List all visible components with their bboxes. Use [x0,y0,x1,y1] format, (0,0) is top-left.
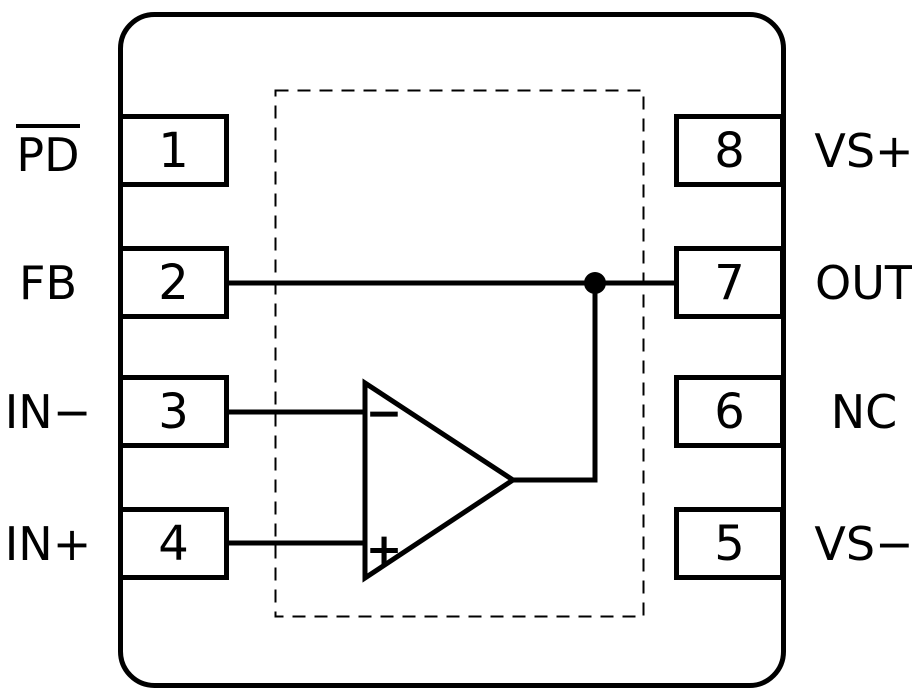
pin-label-nc: NC [816,384,912,440]
package-outline [118,12,786,688]
internal-boundary-dashed-box [274,89,645,618]
pin-number-8: 8 [714,122,745,179]
wire-opamp-output [512,283,598,483]
pin-box-6: 6 [674,375,785,448]
pin-label-in-minus-text: IN− [4,385,92,439]
pin-box-3: 3 [118,375,229,448]
pin-number-4: 4 [158,515,189,572]
pin-number-1: 1 [158,122,189,179]
pin-label-in-plus: IN+ [0,516,96,572]
pin-number-3: 3 [158,383,189,440]
pin-box-1: 1 [118,114,229,187]
pin-box-7: 7 [674,246,785,319]
pin-label-vs-minus: VS− [814,516,912,572]
pin-label-pd: PD [0,123,96,179]
opamp-triangle [362,378,518,583]
pin-number-5: 5 [714,515,745,572]
pin-label-in-minus: IN− [0,384,96,440]
pin-label-nc-text: NC [830,385,898,439]
pin-box-4: 4 [118,507,229,580]
pin-box-2: 2 [118,246,229,319]
pin-number-6: 6 [714,383,745,440]
junction-dot [584,272,606,294]
pin-label-in-plus-text: IN+ [4,517,92,571]
pin-box-8: 8 [674,114,785,187]
opamp-inverting-symbol: − [365,388,403,439]
opamp-noninverting-symbol: + [365,524,403,575]
pin-label-pd-text: PD [16,124,80,178]
pin-number-7: 7 [714,254,745,311]
pin-box-5: 5 [674,507,785,580]
pin-label-out-text: OUT [815,256,912,310]
pin-label-fb-text: FB [18,256,78,310]
pin-label-vs-plus: VS+ [814,123,912,179]
pin-label-vs-minus-text: VS− [814,517,912,571]
pin-label-fb: FB [0,255,96,311]
pin-label-vs-plus-text: VS+ [814,124,912,178]
pin-label-out: OUT [815,255,912,311]
pin-number-2: 2 [158,254,189,311]
